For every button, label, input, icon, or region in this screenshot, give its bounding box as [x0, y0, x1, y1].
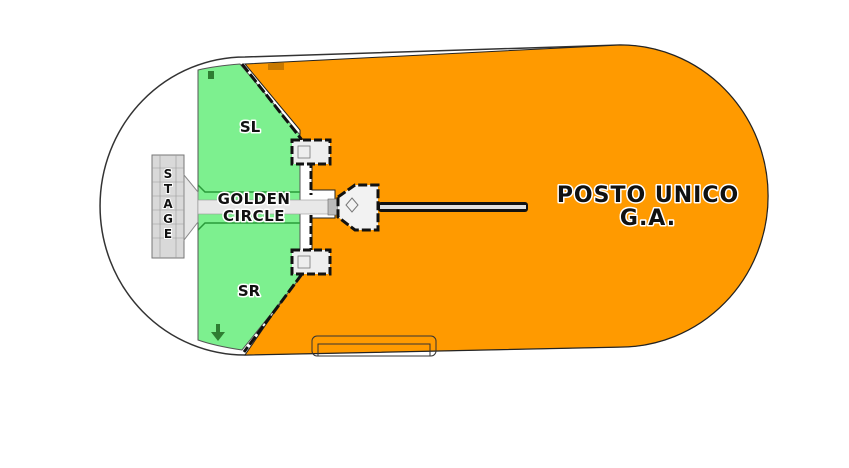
tower-bottom [290, 248, 332, 276]
stage-label-s: S [164, 167, 173, 181]
zone-label-sr: SR [238, 282, 261, 300]
arrow-down-icon [211, 324, 225, 341]
gc-divider-top [197, 184, 300, 193]
barrier-bottom [242, 273, 304, 353]
zone-label-golden-circle-line1: GOLDEN [218, 190, 291, 208]
runway [197, 183, 528, 232]
gc-divider-bottom [197, 222, 300, 231]
zone-label-ga-line2: G.A. [620, 206, 676, 231]
entry-marker-top-icon [208, 71, 214, 79]
bottom-structure-inner [317, 343, 431, 357]
stage-label-a: A [163, 197, 173, 211]
zone-label-golden-circle-line2: CIRCLE [223, 207, 285, 225]
stage-label-e: E [164, 227, 172, 241]
stage: S T A G E [151, 154, 199, 259]
stage-label-g: G [163, 212, 173, 226]
zone-label-ga-line1: POSTO UNICO [557, 183, 739, 208]
zone-label-sl: SL [240, 118, 261, 136]
stage-label-t: T [164, 182, 173, 196]
marker-orange-top-icon [268, 63, 284, 70]
barrier-top [240, 63, 304, 141]
tower-top [290, 138, 332, 166]
